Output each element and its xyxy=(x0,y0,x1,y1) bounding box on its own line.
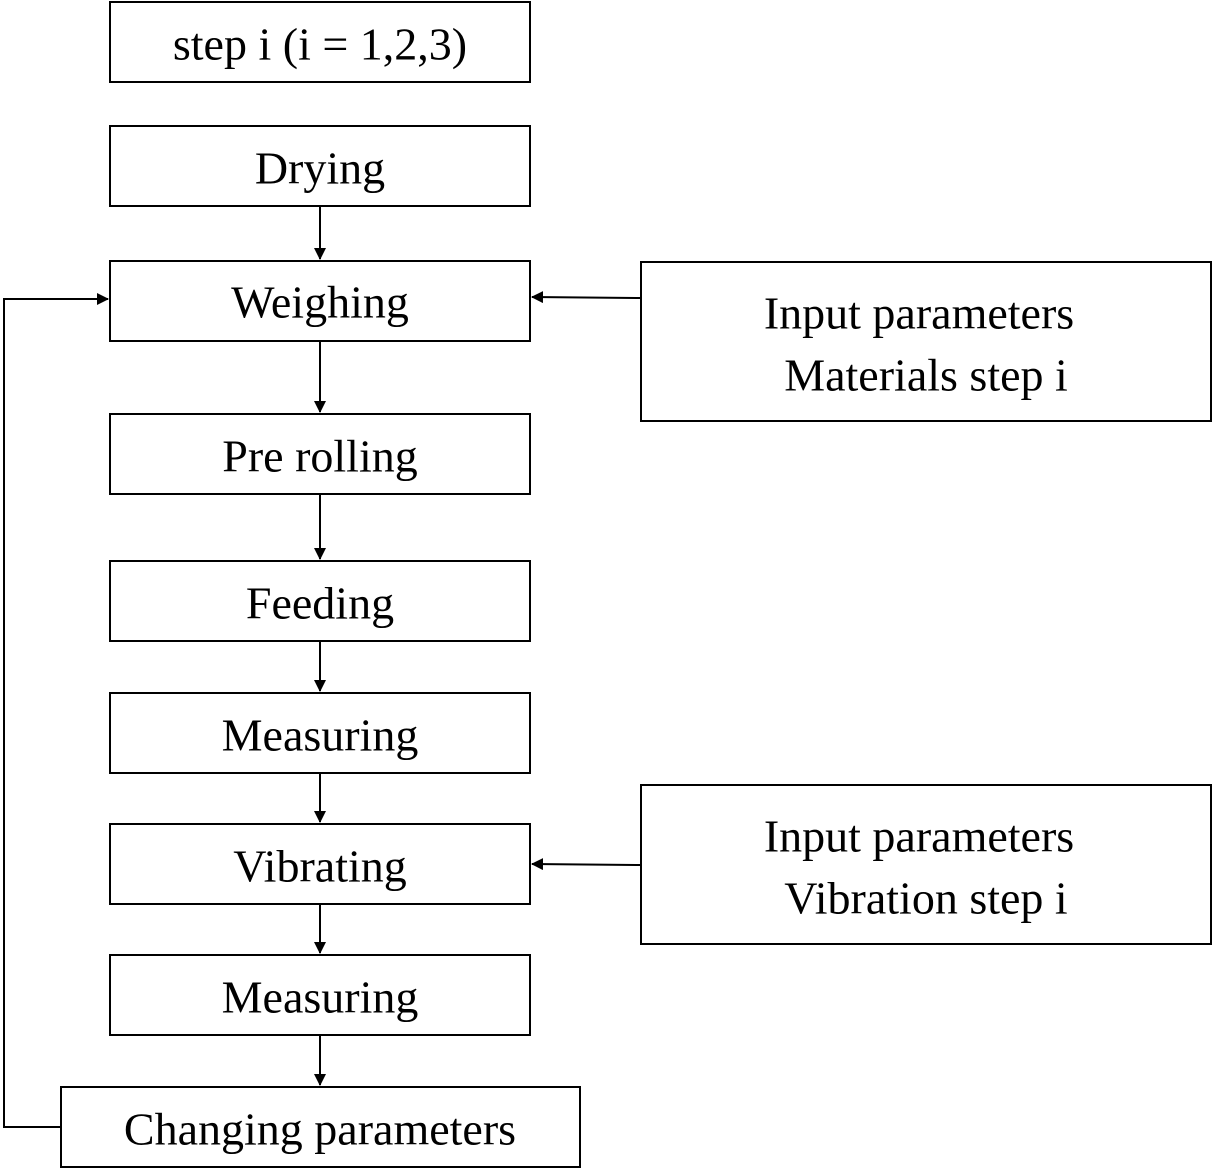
vibration-input-line-1: Input parameters xyxy=(764,811,1074,862)
changing-parameters-box: Changing parameters xyxy=(60,1086,581,1168)
feeding-label: Feeding xyxy=(246,578,394,629)
materials-input-line-2: Materials step i xyxy=(784,350,1068,401)
measuring-label-1: Measuring xyxy=(222,710,419,761)
feeding-box: Feeding xyxy=(109,560,531,642)
measuring-label-2: Measuring xyxy=(222,972,419,1023)
vibration-input-line-2: Vibration step i xyxy=(784,873,1067,924)
pre-rolling-label: Pre rolling xyxy=(222,431,417,482)
feedback-loop-arrow xyxy=(3,293,109,1128)
arrow-materials-to-weighing xyxy=(531,291,642,304)
materials-input-box: Input parameters Materials step i xyxy=(640,261,1212,422)
changing-parameters-label: Changing parameters xyxy=(124,1104,516,1155)
measuring-box-2: Measuring xyxy=(109,954,531,1036)
vibrating-label: Vibrating xyxy=(233,841,407,892)
vibration-input-box: Input parameters Vibration step i xyxy=(640,784,1212,945)
drying-box: Drying xyxy=(109,125,531,207)
pre-rolling-box: Pre rolling xyxy=(109,413,531,495)
step-index-box: step i (i = 1,2,3) xyxy=(109,1,531,83)
materials-input-line-1: Input parameters xyxy=(764,288,1074,339)
drying-label: Drying xyxy=(255,143,385,194)
measuring-box-1: Measuring xyxy=(109,692,531,774)
arrow-vibration-to-vibrating xyxy=(531,858,642,871)
weighing-label: Weighing xyxy=(231,277,409,328)
step-index-label: step i (i = 1,2,3) xyxy=(173,19,467,70)
vibrating-box: Vibrating xyxy=(109,823,531,905)
weighing-box: Weighing xyxy=(109,260,531,342)
